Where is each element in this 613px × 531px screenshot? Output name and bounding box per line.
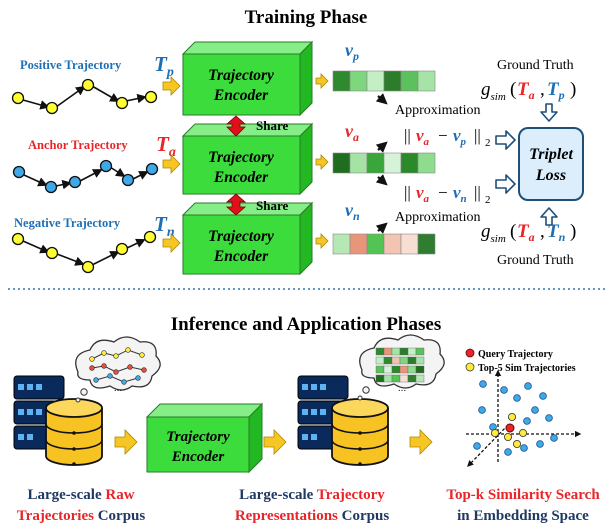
encoder-positive-line2: Encoder: [213, 87, 269, 104]
raw-corpus-database-icon: [45, 398, 103, 466]
svg-text:gsim: gsim: [481, 79, 506, 103]
encoder-anchor-line1: Trajectory: [208, 149, 274, 166]
svg-text:...: ...: [398, 383, 406, 394]
svg-text:...: ...: [114, 383, 122, 394]
triplet-loss-box: Triplet Loss: [518, 127, 584, 201]
output-arrows: [315, 73, 329, 249]
svg-text:(: (: [510, 79, 516, 100]
svg-text:Large-scale Trajectory: Large-scale Trajectory: [239, 487, 385, 503]
svg-text:||: ||: [404, 126, 411, 145]
vector-vp: [332, 70, 436, 92]
svg-text:Trajectories Corpus: Trajectories Corpus: [17, 508, 146, 524]
inference-phase-title: Inference and Application Phases: [171, 314, 441, 335]
approximation-label-top: Approximation: [395, 103, 481, 118]
svg-text:||: ||: [404, 183, 411, 202]
tn-symbol: Tn: [154, 212, 175, 240]
legend-top5-label: Top-5 Sim Trajectories: [478, 363, 576, 374]
encoder-positive-line1: Trajectory: [208, 67, 274, 84]
negative-trajectory-path: [22, 238, 146, 266]
vector-vn: [332, 233, 436, 255]
encoder-anchor-line2: Encoder: [213, 169, 269, 186]
embedding-space-plot: [466, 369, 582, 467]
svg-text:||: ||: [474, 183, 481, 202]
negative-trajectory-points: [11, 230, 157, 274]
svg-text:va: va: [416, 126, 430, 148]
legend-top5-marker: [465, 362, 475, 372]
training-phase-title: Training Phase: [245, 7, 368, 28]
svg-text:Ta: Ta: [517, 79, 535, 102]
raw-trajectories-thought-cloud: ...: [75, 336, 161, 403]
svg-text:2: 2: [485, 137, 491, 149]
vp-symbol: vp: [345, 40, 359, 63]
negative-trajectory-label: Negative Trajectory: [14, 216, 121, 230]
caption-raw-corpus: Large-scale Raw Trajectories Corpus: [17, 487, 146, 524]
tp-symbol: Tp: [154, 52, 174, 80]
gsim-ta-tn: gsim ( Ta , Tn ): [481, 221, 576, 245]
embedding-legend: Query Trajectory Top-5 Sim Trajectories: [465, 348, 576, 374]
svg-text:−: −: [438, 183, 448, 202]
caption-similarity-search: Top-k Similarity Search in Embedding Spa…: [446, 487, 600, 524]
legend-query-label: Query Trajectory: [478, 349, 553, 360]
svg-text:vp: vp: [453, 126, 467, 148]
encoder-inference-line2: Encoder: [171, 449, 225, 465]
inference-arrows: [114, 429, 433, 455]
representation-vectors-thought-cloud: ...: [357, 334, 445, 401]
svg-text:): ): [570, 79, 576, 100]
approximation-label-bottom: Approximation: [395, 210, 481, 225]
positive-trajectory-path: [22, 85, 147, 110]
svg-text:): ): [570, 221, 576, 242]
triplet-loss-line1: Triplet: [529, 146, 573, 163]
anchor-trajectory-points: [12, 159, 159, 194]
encoder-negative-line1: Trajectory: [208, 228, 274, 245]
ta-symbol: Ta: [156, 132, 176, 160]
svg-text:gsim: gsim: [481, 221, 506, 245]
input-arrows: [162, 76, 181, 253]
share-arrow-top: Share: [225, 115, 288, 137]
va-symbol: va: [345, 121, 359, 144]
norm-va-vn: || va − vn || 2: [404, 183, 491, 206]
vector-va: [332, 152, 436, 174]
svg-text:(: (: [510, 221, 516, 242]
approx-small-arrows: [375, 93, 388, 234]
positive-trajectory-label: Positive Trajectory: [20, 58, 122, 72]
svg-text:Ta: Ta: [517, 221, 535, 244]
svg-text:va: va: [416, 183, 430, 205]
legend-query-marker: [465, 348, 475, 358]
svg-text:2: 2: [485, 194, 491, 206]
caption-representation-corpus: Large-scale Trajectory Representations C…: [235, 487, 389, 524]
svg-text:||: ||: [474, 126, 481, 145]
share-arrow-bottom: Share: [225, 193, 288, 216]
anchor-trajectory-label: Anchor Trajectory: [28, 138, 128, 152]
representation-corpus-database-icon: [331, 398, 389, 466]
svg-text:Representations Corpus: Representations Corpus: [235, 508, 389, 524]
anchor-trajectory-path: [23, 166, 149, 190]
svg-text:in Embedding Space: in Embedding Space: [457, 508, 589, 524]
share-label-bottom: Share: [256, 198, 288, 213]
svg-text:vn: vn: [453, 183, 467, 205]
ground-truth-label-top: Ground Truth: [497, 58, 574, 73]
gsim-ta-tp: gsim ( Ta , Tp ): [481, 79, 576, 103]
encoder-positive: Trajectory Encoder: [181, 40, 314, 117]
vn-symbol: vn: [345, 200, 360, 223]
encoder-anchor: Trajectory Encoder: [181, 122, 314, 196]
svg-text:Top-k Similarity Search: Top-k Similarity Search: [446, 487, 600, 503]
svg-text:,: ,: [540, 79, 545, 100]
ground-truth-label-bottom: Ground Truth: [497, 253, 574, 268]
encoder-inference-line1: Trajectory: [166, 429, 230, 445]
triplet-loss-line2: Loss: [535, 167, 566, 184]
triplet-input-arrows: [495, 103, 558, 226]
norm-va-vp: || va − vp || 2: [404, 126, 491, 149]
svg-text:,: ,: [540, 221, 545, 242]
svg-text:Tn: Tn: [547, 221, 566, 244]
encoder-inference: Trajectory Encoder: [145, 402, 264, 474]
svg-text:Tp: Tp: [547, 79, 565, 102]
svg-text:Large-scale Raw: Large-scale Raw: [27, 487, 134, 503]
positive-trajectory-points: [11, 78, 158, 115]
encoder-negative-line2: Encoder: [213, 248, 269, 265]
svg-text:−: −: [438, 126, 448, 145]
share-label-top: Share: [256, 118, 288, 133]
encoder-negative: Trajectory Encoder: [181, 201, 314, 276]
